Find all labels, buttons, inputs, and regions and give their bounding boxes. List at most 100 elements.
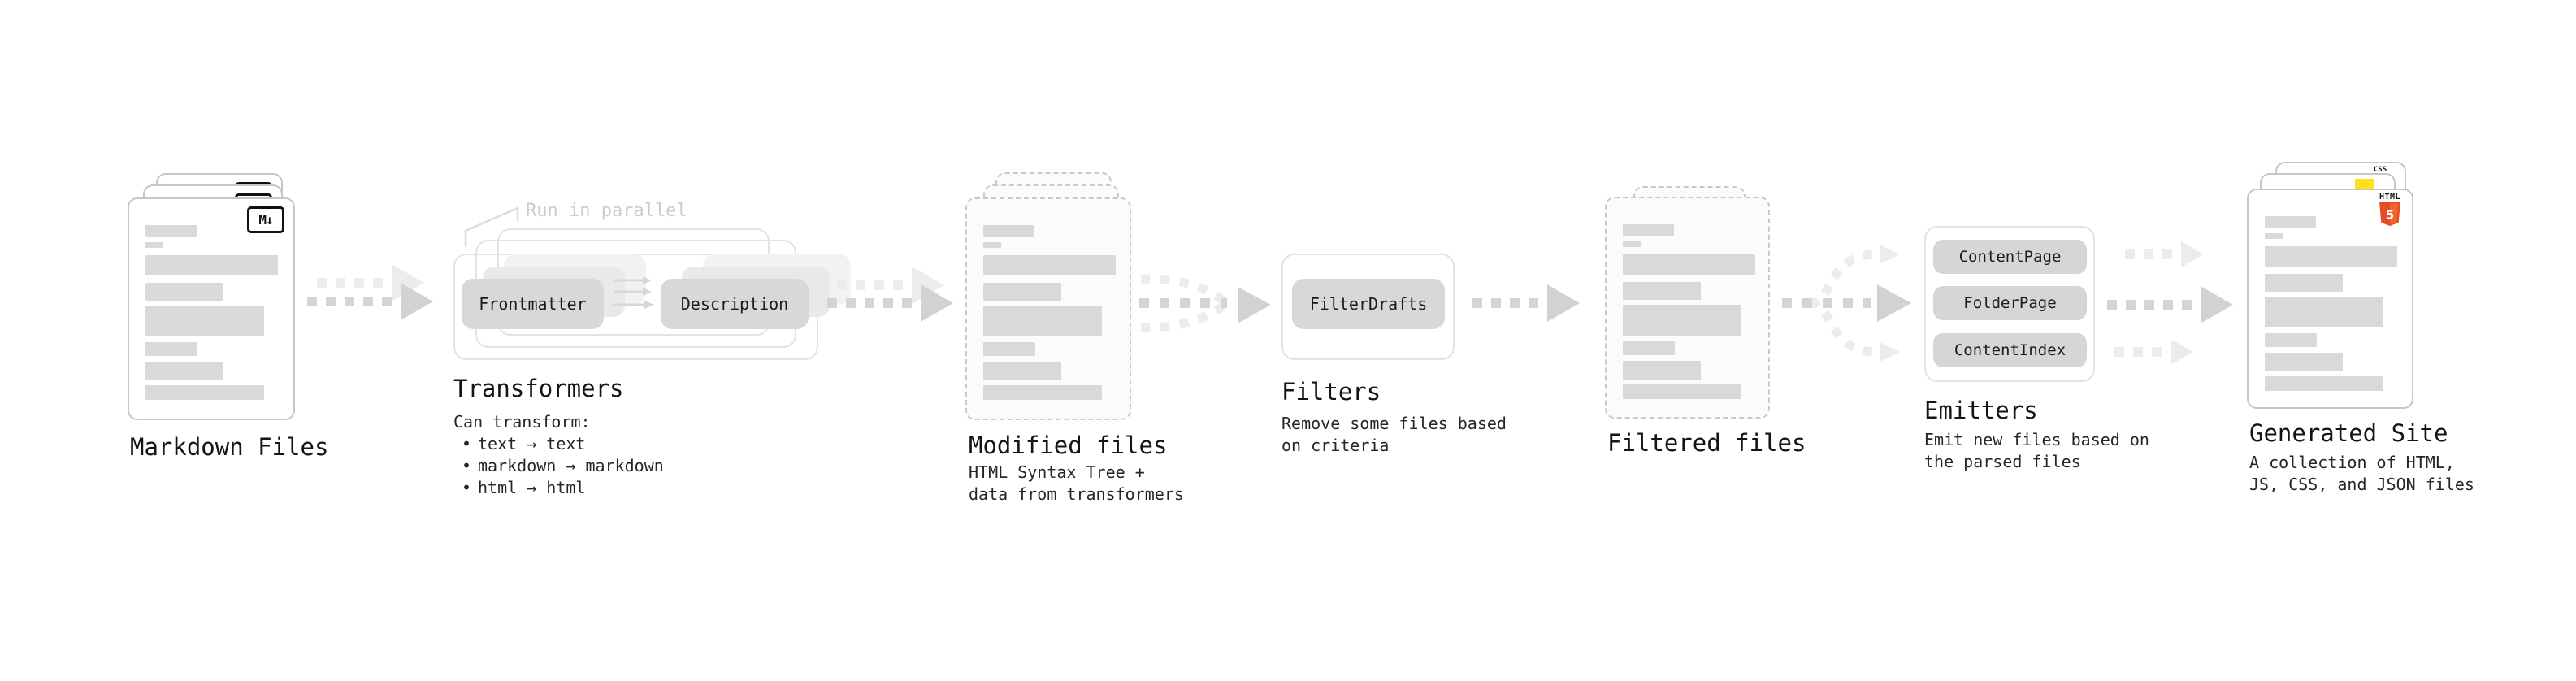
desc-line: Emit new files based on (1924, 430, 2149, 449)
text-line-placeholder (2265, 353, 2343, 371)
fan-out-arrow (1782, 245, 1911, 362)
arrow-dash (1472, 298, 1482, 308)
arrow-dash (363, 297, 373, 306)
section-description-generated-site: A collection of HTML, JS, CSS, and JSON … (2249, 452, 2474, 496)
desc-line: the parsed files (1924, 452, 2081, 471)
svg-text:5: 5 (2386, 208, 2394, 223)
arrow-dash (307, 297, 317, 306)
emitter-content-index-pill: ContentIndex (1933, 333, 2087, 367)
desc-line: data from transformers (969, 484, 1184, 504)
arrow-head-icon (1547, 284, 1580, 322)
emitter-folder-page-pill: FolderPage (1933, 286, 2087, 320)
arrow-dash (373, 278, 383, 288)
text-line-placeholder (983, 362, 1061, 380)
transformer-step-frontmatter: Frontmatter (462, 279, 604, 329)
text-line-placeholder (1623, 282, 1701, 300)
html5-icon-label: HTML (2379, 193, 2401, 202)
arrow-head-icon (401, 283, 433, 320)
arrow-head-icon (1877, 284, 1911, 322)
text-line-placeholder (983, 342, 1035, 356)
arrow-dash (2144, 300, 2154, 310)
transformer-inner-arrows (612, 276, 654, 309)
arrow-dash (382, 297, 392, 306)
arrow-dash (354, 278, 364, 288)
text-line-placeholder (2265, 246, 2397, 267)
arrow-dash (2163, 300, 2173, 310)
arrow-dash (2126, 300, 2136, 310)
arrow-dash (874, 280, 884, 290)
fan-in-arrow (1139, 274, 1271, 332)
text-line-placeholder (145, 342, 197, 356)
arrow-head-icon (2171, 339, 2193, 365)
desc-line: Remove some files based (1281, 414, 1507, 433)
arrow-dash (837, 280, 847, 290)
arrow-dash (2182, 300, 2192, 310)
text-line-placeholder (145, 306, 264, 336)
filtered-file-card-front (1605, 197, 1770, 419)
arrow-dash (2133, 347, 2143, 357)
annotation-leader-line (464, 206, 519, 247)
text-line-placeholder (983, 225, 1034, 237)
filter-drafts-pill: FilterDrafts (1292, 279, 1445, 329)
arrow-dash (2152, 347, 2162, 357)
arrow-dash (336, 278, 345, 288)
arrow-dash (846, 298, 856, 308)
run-in-parallel-note: Run in parallel (526, 201, 687, 221)
emitter-content-page-pill: ContentPage (1933, 240, 2087, 274)
section-description-emitters: Emit new files based on the parsed files (1924, 429, 2149, 473)
text-line-placeholder (2265, 216, 2316, 228)
html5-icon: HTML 5 (2378, 193, 2402, 229)
generated-file-card-front: HTML 5 (2247, 189, 2413, 409)
arrow-dash (2125, 249, 2135, 259)
arrow-dash (1510, 298, 1520, 308)
arrow-dash (2114, 347, 2124, 357)
text-line-placeholder (983, 385, 1102, 400)
text-line-placeholder (983, 283, 1061, 301)
arrow-head-icon (1880, 342, 1900, 362)
bullet-item: text → text (453, 433, 664, 455)
text-line-placeholder (1623, 241, 1641, 247)
section-label-markdown-files: Markdown Files (130, 433, 329, 461)
text-line-placeholder (1623, 254, 1755, 275)
arrow-head-icon (921, 284, 953, 322)
arrow-dash (1491, 298, 1501, 308)
arrow-dash (2107, 300, 2117, 310)
transformer-step-description: Description (661, 279, 809, 329)
text-line-placeholder (2265, 297, 2383, 327)
arrow-dash (883, 298, 893, 308)
text-line-placeholder (1623, 224, 1674, 236)
markdown-file-card-front: M↓ (128, 197, 295, 420)
dashed-arrow (1472, 284, 1580, 322)
text-line-placeholder (1623, 305, 1741, 336)
text-line-placeholder (2265, 376, 2383, 391)
arrow-dash (2162, 249, 2172, 259)
arrow-head-icon (1880, 245, 1900, 264)
arrow-dash (317, 278, 327, 288)
text-line-placeholder (145, 283, 223, 301)
desc-line: Can transform: (453, 412, 591, 432)
section-label-generated-site: Generated Site (2249, 419, 2448, 447)
desc-line: JS, CSS, and JSON files (2249, 475, 2474, 494)
section-description-transformers: Can transform: text → text markdown → ma… (453, 411, 664, 499)
arrow-dash (902, 298, 912, 308)
section-label-filters: Filters (1281, 378, 1381, 406)
dashed-arrow-light (2114, 339, 2193, 365)
text-line-placeholder (983, 255, 1116, 275)
markdown-icon: M↓ (247, 206, 284, 233)
arrow-dash (326, 297, 336, 306)
js-icon (2355, 179, 2374, 189)
text-line-placeholder (145, 242, 163, 248)
arrow-dash (893, 280, 903, 290)
arrow-head-icon (1238, 287, 1271, 323)
text-line-placeholder (145, 385, 264, 400)
dashed-arrow (2107, 286, 2233, 323)
text-line-placeholder (145, 255, 278, 275)
text-line-placeholder (1623, 341, 1675, 355)
text-line-placeholder (2265, 233, 2283, 239)
text-line-placeholder (983, 242, 1001, 248)
section-label-filtered-files: Filtered files (1607, 429, 1806, 457)
arrow-dash (827, 298, 837, 308)
section-label-modified-files: Modified files (969, 432, 1168, 459)
dashed-arrow-light (2125, 241, 2204, 267)
